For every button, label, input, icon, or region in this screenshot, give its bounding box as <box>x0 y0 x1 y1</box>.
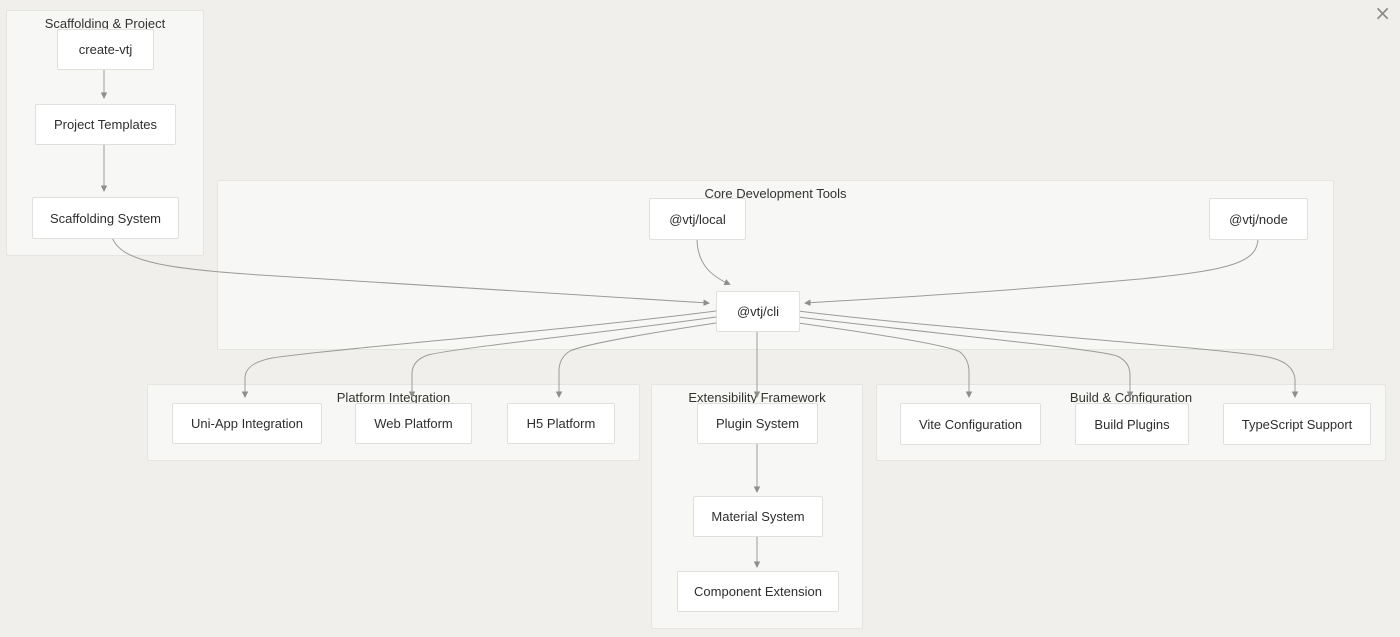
node-vtj-node[interactable]: @vtj/node <box>1209 198 1308 240</box>
node-create-vtj[interactable]: create-vtj <box>57 29 154 70</box>
node-plugin-system[interactable]: Plugin System <box>697 403 818 444</box>
edge-vtj-cli-to-h5-platform <box>555 322 717 398</box>
close-button[interactable]: × <box>1374 2 1391 24</box>
node-material-system[interactable]: Material System <box>693 496 823 537</box>
group-label-core-development-tools: Core Development Tools <box>704 186 847 201</box>
node-web-platform[interactable]: Web Platform <box>355 403 472 444</box>
node-project-templates[interactable]: Project Templates <box>35 104 176 145</box>
edge-vtj-cli-to-typescript-support <box>797 310 1299 398</box>
edge-vtj-node-to-vtj-cli <box>804 237 1259 306</box>
node-h5-platform[interactable]: H5 Platform <box>507 403 615 444</box>
edge-vtj-cli-to-web-platform <box>408 316 717 398</box>
group-label-platform-integration: Platform Integration <box>336 390 451 405</box>
node-build-plugins[interactable]: Build Plugins <box>1075 403 1189 445</box>
edge-scaffolding-system-to-vtj-cli <box>111 236 710 306</box>
node-vtj-cli[interactable]: @vtj/cli <box>716 291 800 332</box>
group-label-scaffolding-project: Scaffolding & Project <box>44 16 166 31</box>
node-vtj-local[interactable]: @vtj/local <box>649 198 746 240</box>
edge-vtj-cli-to-uni-app-integration <box>241 310 717 398</box>
edge-vtj-cli-to-vite-configuration <box>797 322 973 398</box>
node-scaffolding-system[interactable]: Scaffolding System <box>32 197 179 239</box>
close-icon: × <box>1374 1 1391 25</box>
node-typescript-support[interactable]: TypeScript Support <box>1223 403 1371 445</box>
node-component-extension[interactable]: Component Extension <box>677 571 839 612</box>
edge-vtj-cli-to-build-plugins <box>797 316 1134 398</box>
node-uni-app-integration[interactable]: Uni-App Integration <box>172 403 322 444</box>
edge-vtj-local-to-vtj-cli <box>696 237 731 286</box>
node-vite-configuration[interactable]: Vite Configuration <box>900 403 1041 445</box>
